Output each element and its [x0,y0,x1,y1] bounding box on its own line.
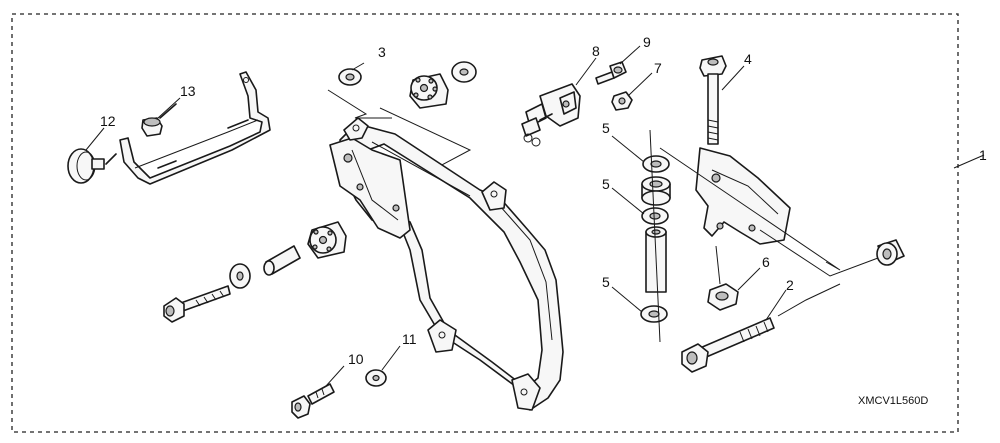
callout-5-middle: 5 [602,176,610,192]
washer-left [229,263,251,289]
callout-6: 6 [762,254,770,270]
callout-13: 13 [180,83,196,99]
callout-leaders [85,45,985,387]
part-7-nut [611,91,633,111]
rubber-mount-left [307,221,347,259]
guide-line-part-5 [649,129,661,343]
callout-8: 8 [592,43,600,59]
part-5-washer-top [642,155,670,173]
callout-12: 12 [100,113,116,129]
callout-2: 2 [786,277,794,293]
part-12-round-cap [67,148,117,184]
callout-11: 11 [402,331,417,347]
part-2-bolt [681,317,775,373]
callout-1: 1 [979,147,987,163]
part-10-bolt [291,383,335,419]
part-3-washer [338,68,362,86]
callout-9: 9 [643,34,651,50]
part-9-screw [595,61,627,85]
part-4-long-bolt [699,55,727,145]
main-carrier-frame [329,117,564,411]
spacer-collar-left [263,245,301,276]
rubber-collar [641,176,671,206]
callout-5-bottom: 5 [602,274,610,290]
side-mount-bracket [119,71,271,185]
callout-4: 4 [744,51,752,67]
kit-boundary-box [11,13,959,433]
part-8-lock-assembly [521,83,581,147]
part-11-washer [365,369,387,387]
rubber-mount-top [409,73,449,109]
callout-10: 10 [348,351,364,367]
callout-5-top: 5 [602,120,610,136]
callout-3: 3 [378,44,386,60]
washer-top-right [451,61,477,83]
collar-right [876,239,905,266]
part-6-nut [707,245,739,311]
callout-7: 7 [654,60,662,76]
part-5-washer-middle [641,207,669,225]
guide-lines-part-2 [659,147,879,317]
part-13-plug [141,103,177,137]
diagram-code-label: XMCV1L560D [858,395,928,407]
mount-bracket-right [695,147,791,245]
part-5-washer-bottom [640,305,668,323]
long-bolt-left [163,285,231,323]
